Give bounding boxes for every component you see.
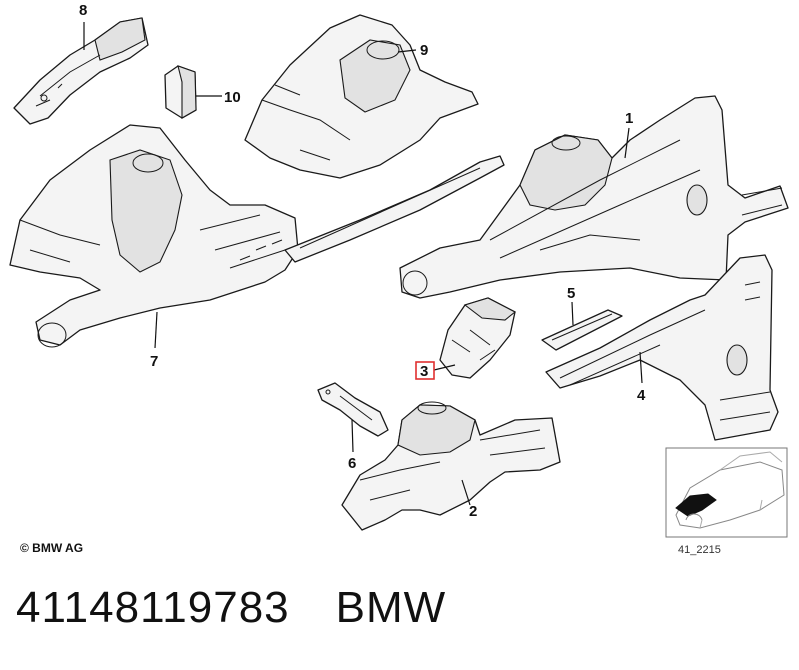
label-2: 2 <box>469 503 477 520</box>
label-10: 10 <box>224 89 241 106</box>
label-1: 1 <box>625 110 633 127</box>
caption: 41148119783 BMW <box>16 583 492 633</box>
diagram-reference-code: 41_2215 <box>678 544 721 556</box>
part-1-side-panel <box>399 95 789 299</box>
highlight-box-part-3 <box>415 361 435 380</box>
label-8: 8 <box>79 2 87 19</box>
label-4: 4 <box>637 387 646 404</box>
label-9: 9 <box>420 42 428 59</box>
part-10-block <box>164 65 197 119</box>
part-2-wheel-housing <box>341 401 561 531</box>
part-4-side-panel <box>545 254 779 441</box>
part-6-bracket <box>317 382 389 437</box>
part-number: 41148119783 <box>16 583 290 632</box>
leader-lines <box>83 22 643 506</box>
brand-name: BMW <box>335 583 447 632</box>
copyright-notice: © BMW AG <box>20 541 84 555</box>
part-9-wheel-housing <box>244 14 479 179</box>
label-3: 3 <box>420 363 428 380</box>
label-7: 7 <box>150 353 158 370</box>
part-7-front-structure <box>9 124 505 348</box>
inset-car-thumbnail <box>665 447 788 538</box>
label-5: 5 <box>567 285 575 302</box>
callout-numbers: 8 10 9 7 1 5 4 3 6 2 <box>79 2 646 520</box>
label-6: 6 <box>348 455 356 472</box>
part-5-strip <box>541 309 623 351</box>
part-8-upper-rail <box>13 17 149 125</box>
parts-diagram: 8 10 9 7 1 5 4 3 6 2 <box>9 2 789 538</box>
part-3-bracket <box>439 297 517 379</box>
